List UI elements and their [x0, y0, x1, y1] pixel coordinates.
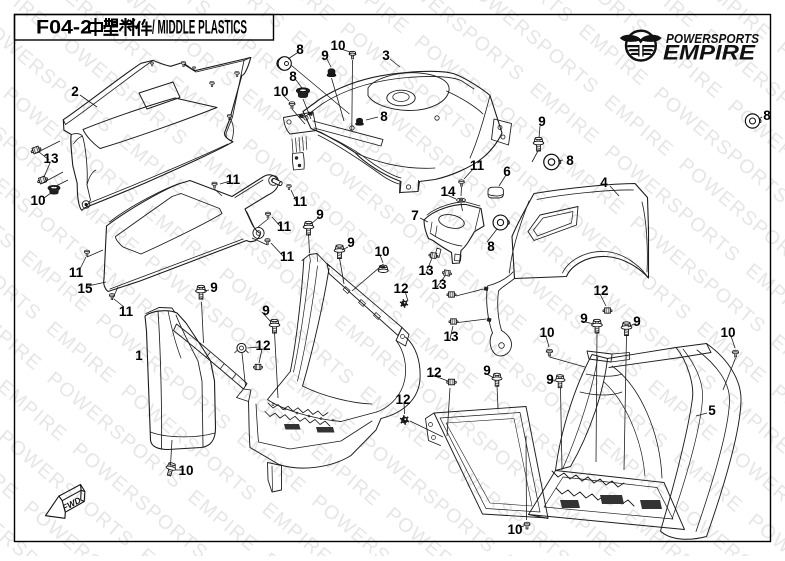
- svg-text:9: 9: [210, 280, 218, 295]
- svg-text:8: 8: [763, 108, 771, 123]
- svg-text:9: 9: [633, 314, 641, 329]
- svg-text:11: 11: [280, 249, 295, 264]
- svg-text:7: 7: [411, 208, 419, 223]
- svg-text:14: 14: [440, 184, 456, 199]
- svg-text:10: 10: [720, 325, 735, 340]
- svg-text:11: 11: [69, 265, 84, 280]
- svg-text:2: 2: [71, 84, 79, 99]
- svg-text:1: 1: [135, 348, 143, 363]
- svg-text:3: 3: [382, 48, 390, 63]
- svg-text:9: 9: [538, 114, 546, 129]
- svg-text:9: 9: [580, 311, 588, 326]
- svg-text:11: 11: [119, 304, 134, 319]
- svg-text:10: 10: [30, 193, 45, 208]
- svg-text:11: 11: [293, 194, 308, 209]
- svg-text:11: 11: [226, 172, 241, 187]
- svg-text:10: 10: [178, 463, 193, 478]
- svg-text:9: 9: [546, 372, 554, 387]
- svg-text:9: 9: [262, 303, 270, 318]
- svg-text:12: 12: [393, 281, 408, 296]
- svg-text:9: 9: [483, 363, 491, 378]
- svg-text:13: 13: [43, 151, 59, 166]
- svg-text:12: 12: [593, 283, 608, 298]
- svg-text:EMPIRE: EMPIRE: [663, 42, 756, 65]
- svg-text:9: 9: [347, 235, 355, 250]
- svg-text:13: 13: [431, 277, 447, 292]
- svg-text:8: 8: [380, 109, 388, 124]
- svg-text:9: 9: [316, 207, 324, 222]
- svg-text:15: 15: [77, 281, 93, 296]
- svg-text:8: 8: [566, 153, 574, 168]
- svg-text:11: 11: [277, 219, 292, 234]
- svg-text:12: 12: [426, 365, 441, 380]
- svg-text:6: 6: [503, 164, 511, 179]
- svg-text:/ MIDDLE PLASTICS: / MIDDLE PLASTICS: [152, 17, 247, 39]
- svg-text:12: 12: [255, 338, 270, 353]
- svg-text:4: 4: [600, 175, 608, 190]
- svg-text:10: 10: [507, 522, 522, 537]
- svg-text:13: 13: [443, 329, 459, 344]
- svg-text:5: 5: [708, 403, 716, 418]
- svg-text:8: 8: [289, 69, 297, 84]
- svg-text:11: 11: [470, 158, 485, 173]
- svg-text:POWERSPORTS: POWERSPORTS: [666, 31, 759, 46]
- svg-text:10: 10: [273, 84, 288, 99]
- svg-text:F04-2: F04-2: [36, 17, 92, 39]
- svg-text:10: 10: [374, 244, 389, 259]
- svg-text:13: 13: [418, 263, 434, 278]
- svg-text:8: 8: [296, 42, 304, 57]
- svg-text:12: 12: [395, 392, 410, 407]
- svg-text:10: 10: [539, 325, 554, 340]
- svg-text:10: 10: [330, 38, 345, 53]
- svg-text:8: 8: [487, 239, 495, 254]
- svg-text:9: 9: [321, 48, 329, 63]
